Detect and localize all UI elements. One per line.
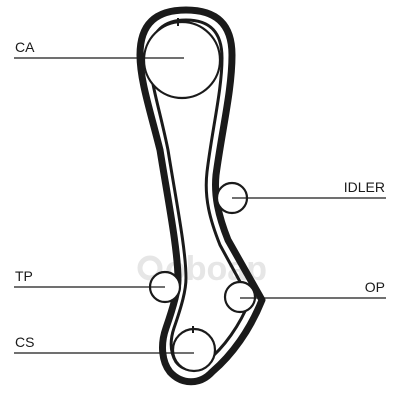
oil-pump-pulley xyxy=(223,280,257,314)
label-cs: CS xyxy=(15,334,34,350)
pulleys xyxy=(142,18,257,373)
crank-pulley xyxy=(171,327,217,373)
cam-pulley xyxy=(142,20,222,100)
label-idler: IDLER xyxy=(344,179,385,195)
label-tp: TP xyxy=(15,268,33,284)
labels: CA IDLER TP OP CS xyxy=(15,39,385,350)
label-op: OP xyxy=(365,279,385,295)
belt-outer xyxy=(136,6,266,386)
label-ca: CA xyxy=(15,39,35,55)
leader-lines xyxy=(14,57,386,354)
